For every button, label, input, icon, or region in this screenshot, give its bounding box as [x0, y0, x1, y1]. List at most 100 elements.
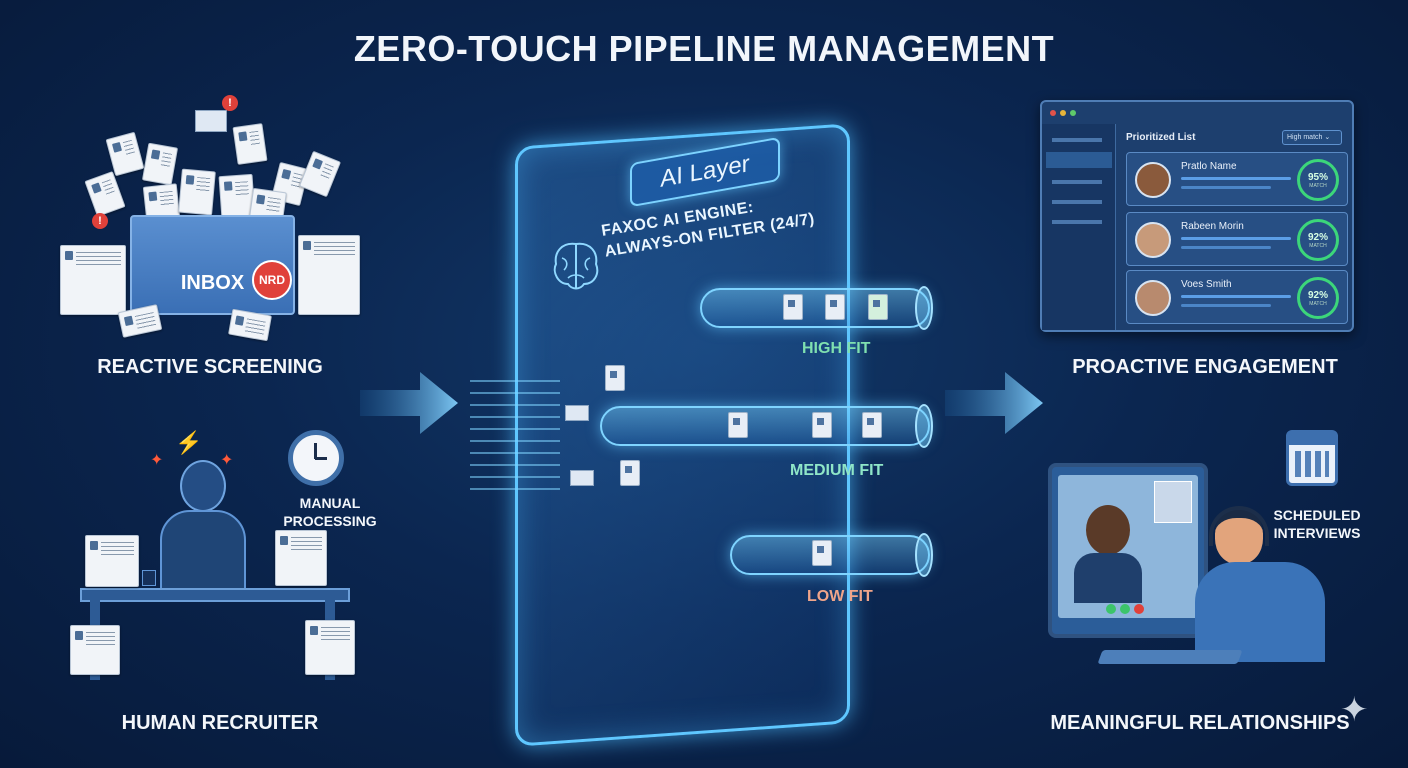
candidate-card[interactable]: Pratlo Name 95% MATCH	[1126, 152, 1348, 206]
flow-arrow-left-icon	[360, 372, 458, 434]
notification-badge: NRD	[252, 260, 292, 300]
calendar-header	[1289, 433, 1335, 445]
candidate-detail-bar	[1181, 186, 1271, 189]
resume-doc	[84, 171, 126, 217]
match-score-gauge: 92% MATCH	[1297, 219, 1339, 261]
clock-icon	[288, 430, 344, 486]
candidate-detail-bar	[1181, 295, 1291, 298]
sidebar-item[interactable]	[1052, 138, 1102, 142]
sparkle-icon: ✦	[1340, 691, 1369, 729]
candidate-card[interactable]: Rabeen Morin 92% MATCH	[1126, 212, 1348, 266]
self-view-thumbnail	[1154, 481, 1192, 523]
paper-stack	[60, 245, 126, 315]
candidate-detail-bar	[1181, 246, 1271, 249]
sidebar-item[interactable]	[1052, 220, 1102, 224]
resume-doc	[868, 294, 888, 320]
call-end-button[interactable]	[1134, 604, 1144, 614]
headset-icon	[1209, 506, 1269, 546]
recruiter-head	[180, 460, 226, 512]
keyboard	[1097, 650, 1243, 664]
incoming-stream	[470, 360, 640, 510]
low-fit-label: LOW FIT	[807, 588, 873, 605]
window-maximize-dot[interactable]	[1070, 110, 1076, 116]
stress-spark-icon: ⚡	[175, 430, 203, 455]
resume-doc	[812, 412, 832, 438]
paper-stack	[275, 530, 327, 586]
high-fit-label: HIGH FIT	[802, 340, 871, 357]
envelope-icon	[570, 470, 594, 486]
filter-value: High match	[1287, 134, 1323, 141]
scheduled-interviews-label: SCHEDULED INTERVIEWS	[1273, 507, 1361, 542]
inbox-tray: INBOX	[130, 215, 295, 315]
resume-doc	[605, 365, 625, 391]
inbox-label: INBOX	[180, 272, 245, 294]
brain-icon	[553, 242, 599, 290]
calendar-grid	[1295, 451, 1329, 477]
resume-doc	[862, 412, 882, 438]
candidate-detail-bar	[1181, 177, 1291, 180]
sidebar-item-active[interactable]	[1046, 152, 1112, 168]
resume-doc	[812, 540, 832, 566]
flow-arrow-right-icon	[945, 372, 1043, 434]
caller-body	[1074, 553, 1142, 603]
resume-doc	[298, 150, 342, 198]
envelope-icon	[565, 405, 589, 421]
resume-doc	[825, 294, 845, 320]
match-caption: MATCH	[1309, 242, 1327, 249]
high-fit-pipe	[700, 288, 930, 328]
paper-stack	[85, 535, 139, 587]
candidate-avatar	[1135, 162, 1171, 198]
chevron-down-icon: ⌄	[1324, 134, 1331, 141]
resume-doc	[232, 123, 268, 165]
clock-hand	[314, 443, 317, 459]
candidate-detail-bar	[1181, 237, 1291, 240]
caller-avatar	[1086, 505, 1130, 555]
data-stream-lines	[470, 380, 560, 500]
prioritized-list-title: Prioritized List	[1126, 132, 1196, 143]
match-percent: 92%	[1307, 289, 1328, 301]
alert-icon: !	[222, 95, 238, 111]
stressed-recruiter-illustration: ⚡ ✦ ✦	[70, 430, 360, 690]
resume-doc	[178, 168, 216, 216]
candidate-card[interactable]: Voes Smith 92% MATCH	[1126, 270, 1348, 324]
sidebar-item[interactable]	[1052, 200, 1102, 204]
match-caption: MATCH	[1309, 300, 1327, 307]
candidate-dashboard-window: Prioritized List High match ⌄ Pratlo Nam…	[1040, 100, 1354, 332]
paper-stack	[305, 620, 355, 675]
meaningful-relationships-label: MEANINGFUL RELATIONSHIPS	[1050, 712, 1350, 734]
paper-stack	[298, 235, 360, 315]
manual-processing-label: MANUAL PROCESSING	[283, 495, 377, 530]
call-accept-button[interactable]	[1106, 604, 1116, 614]
match-filter-dropdown[interactable]: High match ⌄	[1282, 130, 1342, 145]
ai-layer-label: AI Layer	[660, 150, 750, 193]
match-score-gauge: 95% MATCH	[1297, 159, 1339, 201]
candidate-name: Voes Smith	[1181, 279, 1232, 290]
alert-icon: !	[92, 213, 108, 229]
candidate-avatar	[1135, 222, 1171, 258]
recruiter-body	[160, 510, 246, 600]
pipe-opening	[915, 404, 933, 448]
clock-hand	[315, 457, 327, 460]
stress-spark-icon: ✦	[150, 452, 164, 469]
match-score-gauge: 92% MATCH	[1297, 277, 1339, 319]
inbox-illustration: ! !	[60, 85, 360, 345]
dashboard-sidebar	[1042, 124, 1116, 330]
candidate-name: Pratlo Name	[1181, 161, 1237, 172]
stress-spark-icon: ✦	[220, 452, 234, 469]
video-call-screen	[1058, 475, 1198, 618]
resume-doc	[105, 131, 145, 177]
sidebar-item[interactable]	[1052, 180, 1102, 184]
candidate-avatar	[1135, 280, 1171, 316]
coffee-mug-icon	[142, 570, 156, 586]
recruiter-with-headset	[1195, 500, 1355, 670]
pipe-opening	[915, 286, 933, 330]
medium-fit-label: MEDIUM FIT	[790, 462, 884, 479]
call-video-button[interactable]	[1120, 604, 1130, 614]
human-recruiter-label: HUMAN RECRUITER	[121, 712, 319, 734]
resume-doc	[728, 412, 748, 438]
candidate-name: Rabeen Morin	[1181, 221, 1244, 232]
window-minimize-dot[interactable]	[1060, 110, 1066, 116]
video-call-monitor	[1048, 463, 1208, 638]
window-close-dot[interactable]	[1050, 110, 1056, 116]
paper-stack	[70, 625, 120, 675]
